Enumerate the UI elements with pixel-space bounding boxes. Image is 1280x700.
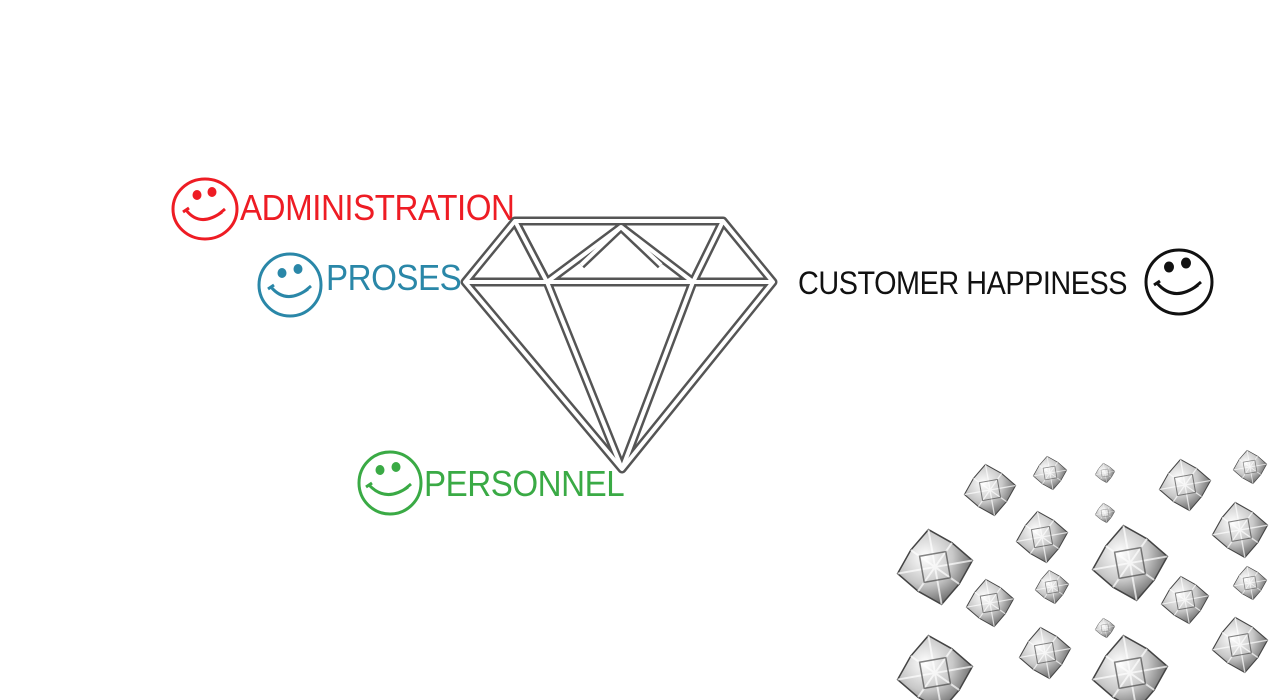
label-customer-happiness: CUSTOMER HAPPINESS [798,265,1128,301]
diamond-outline-icon [460,216,778,474]
label-administration: ADMINISTRATION [240,187,515,228]
smiley-face-icon [257,252,323,318]
smiley-face-icon [357,450,423,516]
label-personnel: PERSONNEL [424,463,625,504]
diamond-gems-pattern [890,446,1274,700]
smiley-face-icon [1144,248,1214,316]
label-proses: PROSES [326,257,462,298]
smiley-face-icon [171,177,239,241]
